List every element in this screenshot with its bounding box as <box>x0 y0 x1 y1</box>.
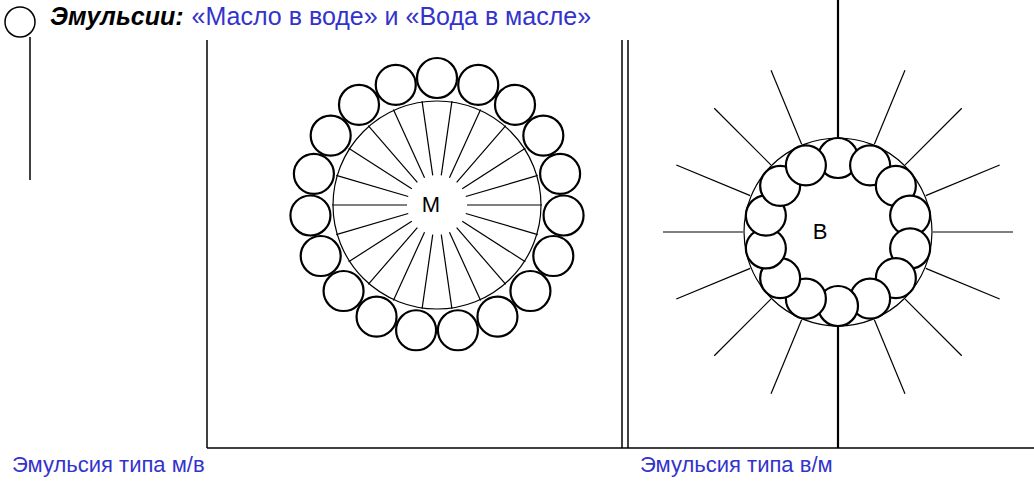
surfactant-tail <box>368 126 417 183</box>
surfactant-tail <box>663 231 743 232</box>
surfactant-tail <box>462 221 525 262</box>
surfactant-tail <box>714 108 771 165</box>
surfactant-tail <box>874 320 905 394</box>
panel-border <box>207 447 1034 449</box>
surfactant-head <box>357 297 397 337</box>
surfactant-tail <box>349 221 412 262</box>
panel-border <box>206 40 208 448</box>
surfactant-tail <box>336 213 408 234</box>
surfactant-head <box>523 116 563 156</box>
droplet-outline <box>744 138 932 326</box>
surfactant-head <box>544 195 584 235</box>
surfactant-tail <box>926 268 1000 299</box>
surfactant-tail <box>771 70 802 144</box>
surfactant-head <box>324 271 364 311</box>
surfactant-tail <box>441 101 452 175</box>
surfactant-tail <box>449 109 480 177</box>
surfactant-tail <box>467 204 542 205</box>
surfactant-head <box>786 145 826 185</box>
surfactant-head <box>376 65 416 105</box>
surfactant-head <box>339 85 379 125</box>
surfactant-head <box>301 236 341 276</box>
surfactant-tail <box>933 231 1013 232</box>
surfactant-tail <box>466 175 538 196</box>
surfactant-tail <box>457 228 506 285</box>
surfactant-tail <box>905 108 962 165</box>
slide-title: Эмульсии: <box>50 2 184 31</box>
surfactant-head <box>495 85 535 125</box>
surfactant-tail <box>449 232 480 300</box>
slide-subtitle: «Масло в воде» и «Вода в масле» <box>192 2 592 31</box>
surfactant-tail <box>462 148 525 189</box>
surfactant-tail <box>837 327 839 448</box>
surfactant-tail <box>926 165 1000 196</box>
surfactant-tail <box>422 101 433 175</box>
surfactant-tail <box>393 232 424 300</box>
panel-caption: Эмульсия типа в/м <box>640 452 833 478</box>
droplet-outline <box>333 101 541 309</box>
surfactant-tail <box>336 175 408 196</box>
surfactant-tail <box>676 165 750 196</box>
phase-letter: В <box>813 219 828 245</box>
oil-droplet: М <box>332 100 542 310</box>
surfactant-head <box>533 236 573 276</box>
surfactant-tail <box>441 235 452 309</box>
surfactant-head <box>438 310 478 350</box>
panel-border <box>621 40 623 448</box>
surfactant-head <box>396 310 436 350</box>
droplet-outline <box>743 137 933 327</box>
surfactant-head <box>311 116 351 156</box>
surfactant-head <box>417 58 457 98</box>
surfactant-head <box>294 154 334 194</box>
surfactant-tail <box>905 299 962 356</box>
surfactant-tail <box>393 109 424 177</box>
surfactant-tail <box>332 204 407 205</box>
surfactant-tail <box>349 148 412 189</box>
surfactant-tail <box>676 268 750 299</box>
surfactant-tail <box>466 213 538 234</box>
surfactant-head <box>477 297 517 337</box>
surfactant-head <box>540 154 580 194</box>
surfactant-head <box>510 271 550 311</box>
surfactant-tail <box>422 235 433 309</box>
surfactant-tail <box>771 320 802 394</box>
surfactant-tail <box>837 0 839 137</box>
phase-letter: М <box>422 192 440 218</box>
surfactant-tail <box>874 70 905 144</box>
surfactant-tail <box>29 37 31 180</box>
surfactant-tail <box>368 228 417 285</box>
surfactant-head <box>290 195 330 235</box>
surfactant-head <box>5 7 35 37</box>
panel-border <box>627 40 629 448</box>
water-droplet: В <box>743 137 933 327</box>
surfactant-tail <box>457 126 506 183</box>
surfactant-head <box>458 65 498 105</box>
surfactant-tail <box>714 299 771 356</box>
panel-caption: Эмульсия типа м/в <box>12 452 205 478</box>
